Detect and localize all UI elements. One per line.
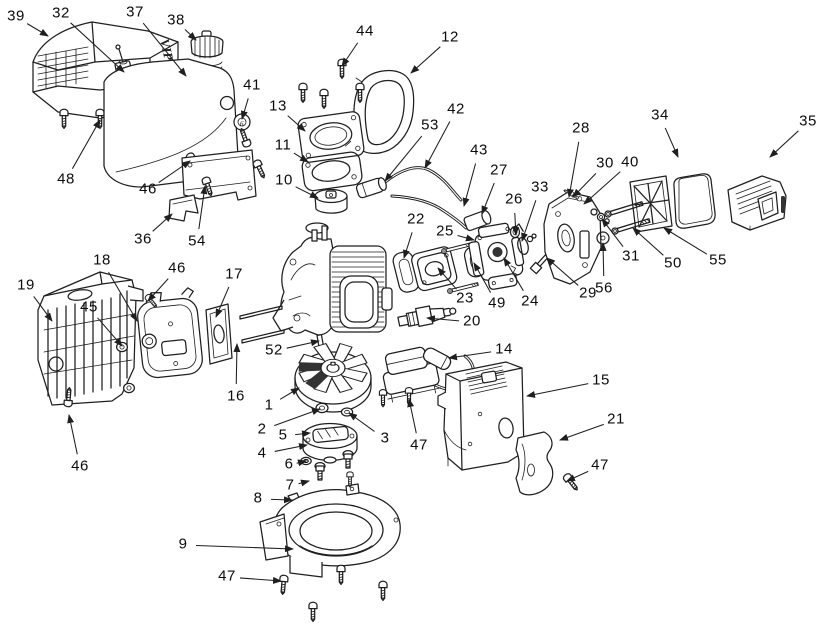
leader-line-14	[448, 351, 492, 361]
part-gasket-11	[301, 151, 363, 192]
leader-line-19	[33, 296, 53, 322]
leader-line-55	[663, 227, 708, 255]
leader-line-15	[526, 383, 589, 398]
part-oring-33	[517, 237, 529, 255]
leader-line-9	[195, 544, 294, 553]
leader-line-34	[664, 127, 679, 158]
leader-line-53	[384, 135, 423, 182]
leader-line-8	[270, 496, 293, 504]
part-top-plate	[297, 111, 365, 163]
leader-line-30	[572, 172, 597, 198]
leader-line-31	[601, 218, 624, 247]
part-engine-cover	[437, 361, 525, 471]
part-cylinder-assembly	[272, 222, 393, 336]
leader-line-13	[287, 115, 306, 132]
part-filter-foam	[673, 173, 716, 229]
spark-plug-boot	[422, 347, 452, 371]
leader-line-56	[599, 242, 607, 277]
leader-line-47	[407, 398, 417, 434]
leader-line-46	[158, 160, 191, 184]
leader-line-4	[274, 443, 308, 452]
leader-line-11	[293, 152, 309, 163]
leader-line-28	[566, 141, 580, 198]
part-spark-plug	[397, 305, 457, 327]
leader-line-29	[546, 257, 579, 286]
leader-line-39	[26, 23, 49, 37]
svg-text:6: 6	[240, 120, 244, 128]
leader-line-16	[233, 343, 241, 385]
part-carburetor	[468, 222, 525, 290]
leader-line-23	[437, 267, 457, 290]
leader-line-25	[457, 234, 475, 242]
leader-line-27	[481, 182, 495, 215]
leader-line-22	[403, 232, 413, 259]
leader-line-32	[70, 22, 125, 73]
leader-line-38	[184, 29, 197, 41]
leader-line-46	[147, 278, 169, 302]
part-fuel-cap	[190, 30, 224, 59]
part-ignition-module	[378, 346, 475, 408]
part-filter-cover	[727, 175, 787, 231]
leader-line-37	[142, 22, 187, 77]
leader-line-40	[583, 171, 621, 205]
leader-line-52	[286, 339, 320, 349]
part-blower-housing	[259, 471, 401, 578]
leader-line-50	[632, 227, 664, 256]
leader-line-26	[512, 212, 520, 236]
leader-line-41	[240, 98, 249, 120]
leader-line-47	[239, 576, 282, 584]
part-starter-pulley	[302, 422, 358, 464]
leader-line-3	[348, 412, 375, 432]
leader-line-46	[67, 414, 78, 455]
cover-grille	[465, 365, 508, 395]
leader-line-12	[410, 46, 441, 74]
leader-line-10	[295, 186, 319, 199]
leader-line-54	[198, 185, 208, 230]
part-fuel-lines	[355, 166, 492, 232]
leader-line-21	[559, 423, 604, 441]
part-bracket-21	[515, 431, 554, 496]
leader-line-7	[298, 479, 310, 487]
leader-line-24	[503, 257, 524, 292]
leader-line-17	[215, 286, 230, 318]
leader-line-33	[521, 200, 537, 242]
leader-line-45	[97, 317, 123, 347]
part-gasket-plate-17	[205, 303, 233, 365]
fuel-filter	[355, 177, 387, 199]
leader-line-42	[424, 121, 451, 169]
leader-line-35	[769, 130, 799, 158]
leader-line-49	[473, 262, 492, 293]
leader-line-47	[566, 470, 589, 482]
part-cup-10	[314, 188, 348, 214]
part-intake-block	[411, 246, 458, 292]
part-filter-screen	[629, 175, 673, 233]
leader-line-1	[279, 387, 300, 400]
leader-line-20	[426, 315, 460, 323]
leader-line-18	[108, 271, 138, 322]
leader-line-44	[341, 42, 359, 67]
part-backplate	[543, 191, 602, 285]
intake-louvers	[37, 46, 89, 89]
leader-line-2	[274, 408, 321, 427]
leader-line-6	[296, 459, 307, 467]
leader-line-43	[462, 163, 477, 207]
muffler-bolts-16	[239, 305, 285, 344]
part-handle	[351, 69, 415, 154]
leader-line-48	[71, 119, 101, 169]
part-flywheel	[294, 343, 372, 413]
leader-line-36	[152, 213, 173, 232]
leader-line-5	[295, 430, 311, 438]
